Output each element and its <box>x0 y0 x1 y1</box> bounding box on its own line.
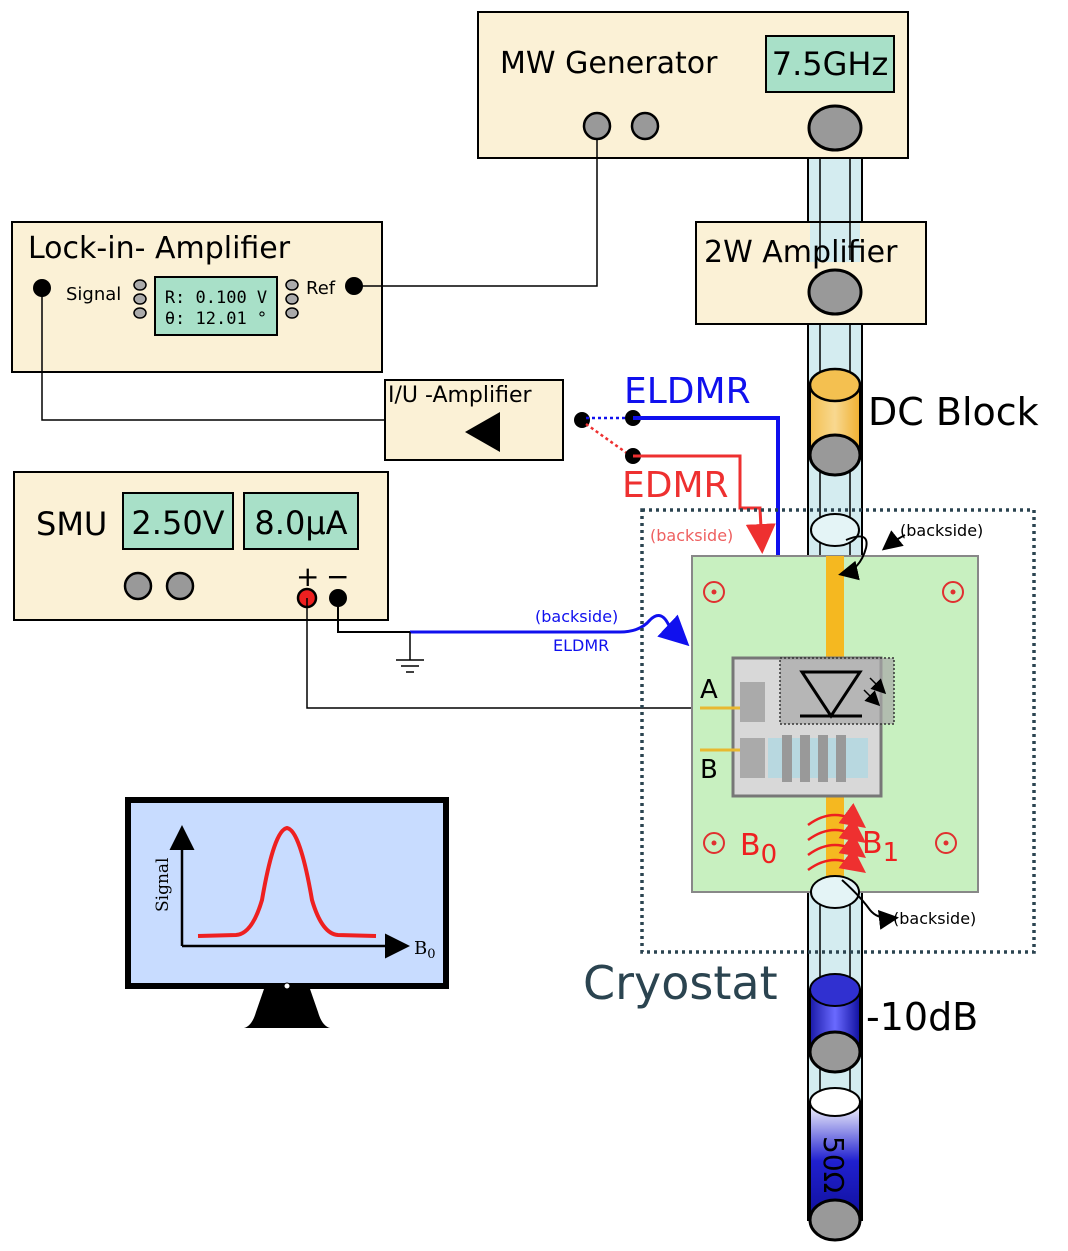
iu-amplifier: I/U -Amplifier <box>384 379 590 461</box>
monitor-ylabel: Signal <box>153 858 173 913</box>
edmr-wire <box>633 454 776 554</box>
contact-b-label: B <box>700 755 718 785</box>
mw-generator-label: MW Generator <box>500 46 718 81</box>
lockin-display-r: R: 0.100 V <box>165 288 267 308</box>
termination-label: 50Ω <box>817 1136 850 1193</box>
board-connector-bottom <box>810 875 860 909</box>
lockin-display-theta: θ: 12.01 ° <box>165 309 267 329</box>
lockin-amplifier: Lock-in- Amplifier Signal Ref R: 0.100 V… <box>11 221 383 373</box>
mounting-holes <box>703 581 964 854</box>
edmr-backside-label: (backside) <box>650 526 733 545</box>
lockin-buttons-right <box>285 279 299 319</box>
b0-label: B <box>740 828 761 863</box>
monitor-stand <box>244 989 330 1028</box>
mw-frequency-display <box>765 35 895 93</box>
board-connector-top <box>810 513 860 547</box>
led-area <box>779 657 895 725</box>
smu: SMU 2.50V 8.0μA + − <box>13 471 389 621</box>
svg-text:B1: B1 <box>862 826 899 868</box>
dc-block-label: DC Block <box>868 390 1039 434</box>
b1-field-arcs <box>807 803 867 873</box>
lockin-signal-label: Signal <box>66 284 121 305</box>
ref-wire <box>354 139 598 287</box>
contact-a-label: A <box>700 675 718 705</box>
amplifier-2w-label: 2W Amplifier <box>704 235 898 270</box>
attenuator-label: -10dB <box>866 995 978 1039</box>
mw-knob-2[interactable] <box>630 111 660 141</box>
dc-block: DC Block <box>808 367 1039 477</box>
bottom-backside-arrow <box>841 879 899 930</box>
ground-symbol <box>396 632 424 673</box>
smu-knob-2[interactable] <box>165 571 195 601</box>
smu-minus-wire <box>337 598 410 633</box>
iu-amplifier-label: I/U -Amplifier <box>388 383 533 408</box>
lockin-display <box>154 276 278 336</box>
mw-knob-1[interactable] <box>582 111 612 141</box>
diode-symbol <box>799 670 887 719</box>
top-backside-label: (backside) <box>900 521 983 540</box>
eldmr-backside-wire <box>410 614 690 647</box>
resonance-curve <box>197 825 377 938</box>
lockin-label: Lock-in- Amplifier <box>28 231 291 266</box>
svg-text:B0: B0 <box>740 828 777 870</box>
cryostat-label: Cryostat <box>583 956 778 1010</box>
sample-board: A B B0 B1 <box>691 555 979 893</box>
eldmr-label: ELDMR <box>624 371 751 412</box>
eldmr-small-label: ELDMR <box>553 636 609 655</box>
smu-plus-wire <box>306 598 700 709</box>
amplifier-2w: 2W Amplifier <box>695 221 927 325</box>
lockin-buttons-left <box>133 279 147 319</box>
cryostat-boundary <box>640 508 1036 954</box>
smu-current-display <box>243 492 359 550</box>
smu-minus-label: − <box>326 560 349 593</box>
signal-wire <box>41 288 385 421</box>
smu-voltage-value: 2.50V <box>131 504 224 542</box>
edmr-label: EDMR <box>622 465 729 506</box>
monitor: Signal B0 <box>125 797 449 1028</box>
top-backside-arrow <box>838 535 868 581</box>
bottom-backside-label: (backside) <box>893 909 976 928</box>
lockin-ref-label: Ref <box>306 278 336 299</box>
smu-label: SMU <box>36 505 107 543</box>
mw-frequency-value: 7.5GHz <box>772 45 889 83</box>
b1-subscript: 1 <box>883 838 900 868</box>
smu-current-value: 8.0μA <box>254 504 347 542</box>
smu-voltage-display <box>122 492 234 550</box>
svg-text:B0: B0 <box>414 938 436 962</box>
smu-plus-label: + <box>296 560 319 593</box>
attenuator: -10dB <box>808 973 978 1074</box>
monitor-xlabel-sub: 0 <box>427 947 435 962</box>
b0-subscript: 0 <box>761 840 778 870</box>
edmr-switch-line <box>585 422 629 456</box>
monitor-xlabel: B <box>414 938 427 959</box>
mw-output-connector <box>807 104 863 152</box>
smu-knob-1[interactable] <box>123 571 153 601</box>
eldmr-backside-label: (backside) <box>535 607 618 626</box>
b1-label: B <box>862 826 883 861</box>
amplifier-output-connector <box>807 268 863 316</box>
mw-generator: MW Generator 7.5GHz <box>477 11 909 159</box>
iu-amplifier-symbol <box>465 412 500 452</box>
termination: 50Ω <box>808 1087 862 1242</box>
